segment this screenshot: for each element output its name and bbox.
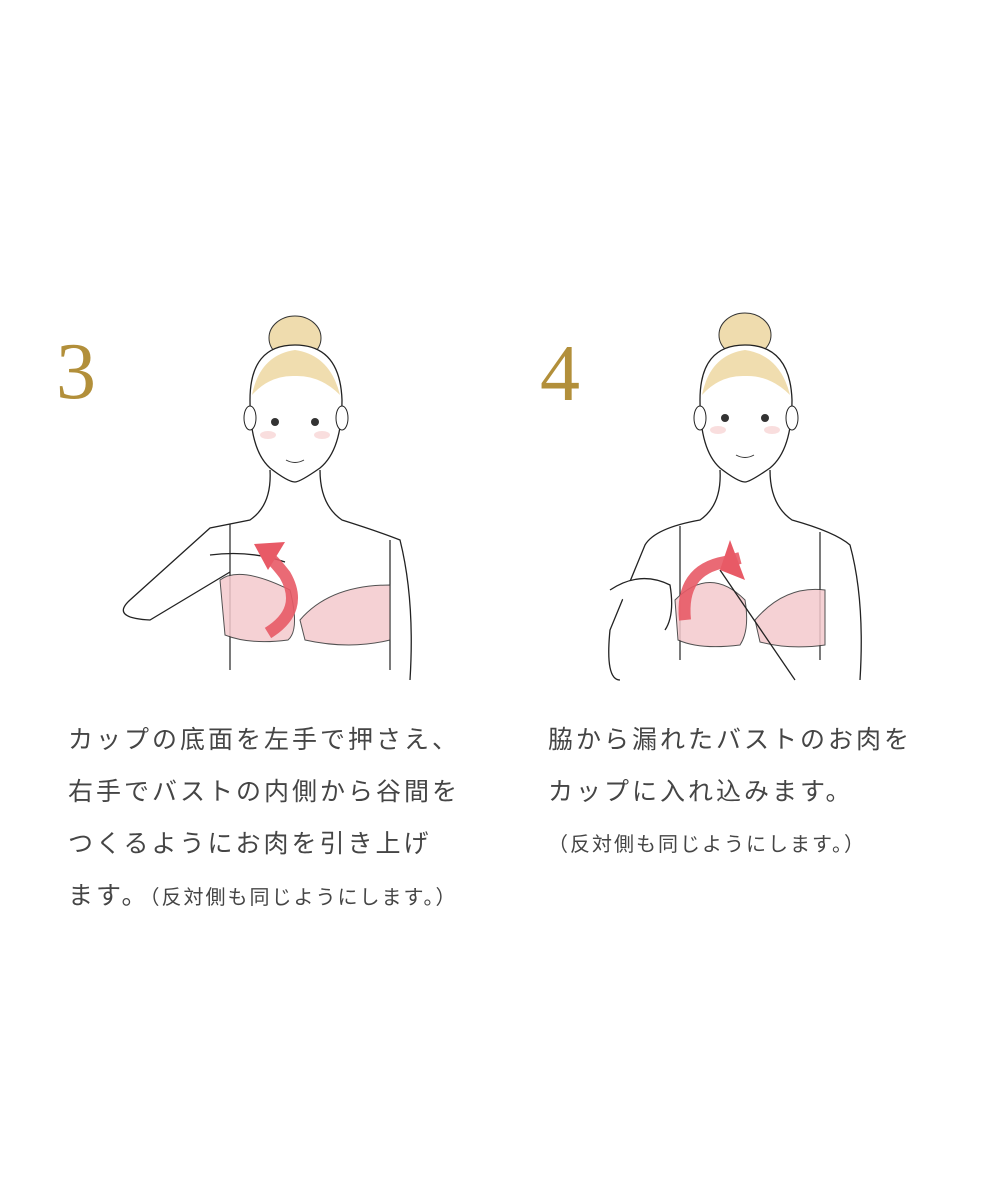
illustration-step-4	[608, 312, 862, 681]
description-line: カップの底面を左手で押さえ、	[68, 725, 461, 754]
description-line: つくるようにお肉を引き上げ	[68, 829, 432, 858]
step-number: 4	[540, 330, 580, 418]
step-number: 3	[56, 328, 96, 416]
description-line: 脇から漏れたバストのお肉を	[548, 725, 913, 754]
description-line: カップに入れ込みます。	[548, 777, 854, 806]
description-line: 右手でバストの内側から谷間を	[68, 777, 461, 806]
step-4-description: 脇から漏れたバストのお肉を カップに入れ込みます。 （反対側も同じようにします。…	[548, 714, 968, 870]
description-line: ます。	[68, 881, 150, 910]
illustration-step-3	[122, 315, 412, 681]
step-3-description: カップの底面を左手で押さえ、 右手でバストの内側から谷間を つくるようにお肉を引…	[68, 714, 508, 923]
description-note: （反対側も同じようにします。）	[149, 885, 458, 909]
description-note: （反対側も同じようにします。）	[548, 832, 866, 856]
